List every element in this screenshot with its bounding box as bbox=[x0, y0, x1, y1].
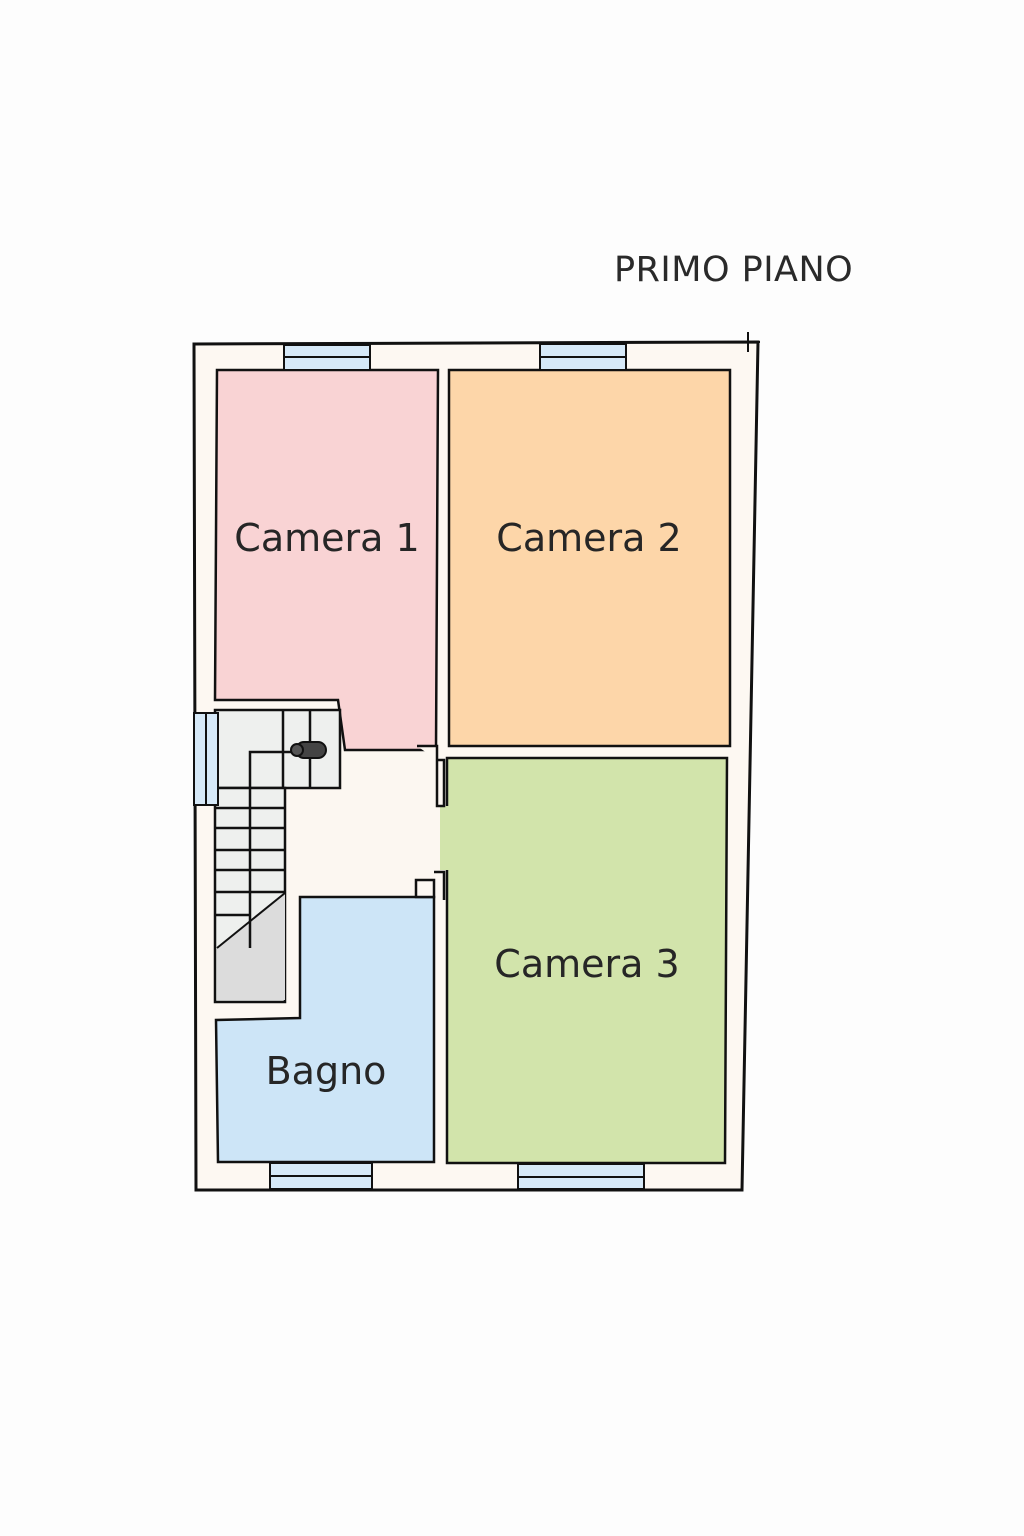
window-left bbox=[193, 712, 219, 806]
room-label-bagno: Bagno bbox=[265, 1049, 387, 1093]
door-jamb-upper bbox=[417, 744, 446, 808]
room-label-camera-2: Camera 2 bbox=[496, 516, 682, 560]
room-camera-3[interactable] bbox=[440, 758, 727, 1163]
room-camera-2[interactable] bbox=[447, 368, 732, 748]
room-label-camera-3: Camera 3 bbox=[494, 942, 680, 986]
room-label-camera-1: Camera 1 bbox=[234, 516, 420, 560]
door-jamb-lower bbox=[414, 870, 446, 900]
window-top-left bbox=[283, 344, 371, 371]
window-top-right bbox=[539, 343, 627, 371]
stair-icon bbox=[213, 708, 342, 1004]
window-bottom-right bbox=[517, 1163, 645, 1190]
floor-title: PRIMO PIANO bbox=[614, 250, 854, 290]
room-camera-1[interactable] bbox=[213, 368, 440, 752]
window-bottom-left bbox=[269, 1162, 373, 1190]
